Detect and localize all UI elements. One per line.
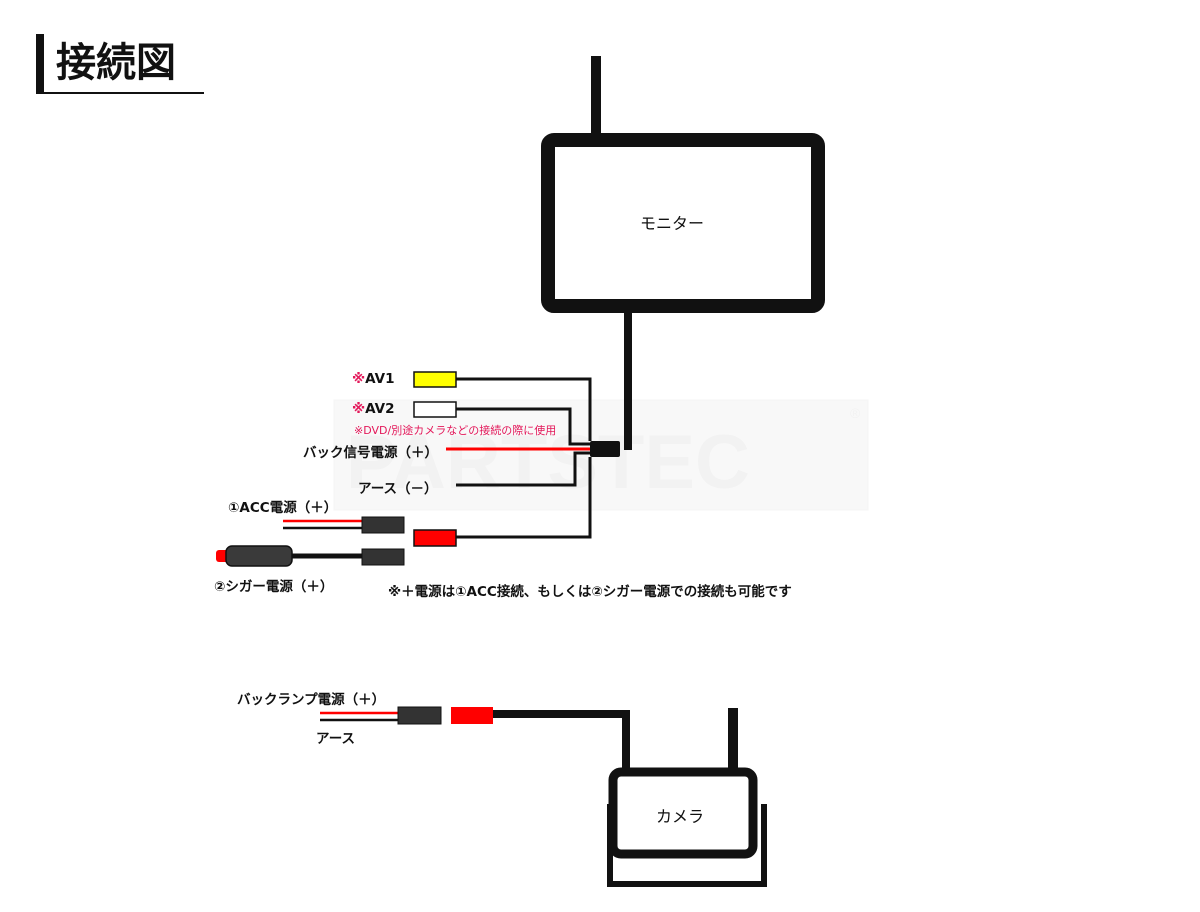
av1-text: AV1: [365, 371, 395, 387]
backlamp-connector: [397, 706, 442, 725]
av1-wire: [456, 377, 592, 441]
monitor-body: [541, 133, 825, 313]
acc-harness: [283, 516, 405, 534]
av2-plug: [413, 401, 457, 418]
av1-label: ※AV1: [352, 371, 395, 387]
acc-label: ①ACC電源（＋）: [228, 500, 338, 516]
cigar-label: ②シガー電源（＋）: [214, 579, 334, 595]
ground-label: アース（－）: [358, 481, 438, 497]
camera-cable: [493, 710, 630, 772]
av2-label: ※AV2: [352, 401, 395, 417]
camera: [607, 708, 767, 887]
page-title: 接続図: [36, 34, 204, 94]
monitor: [541, 56, 825, 450]
power-red-connector: [413, 529, 457, 547]
harness-wires: [456, 377, 592, 539]
power-note: ※＋電源は①ACC接続、もしくは②シガー電源での接続も可能です: [388, 584, 792, 600]
av2-wire: [456, 407, 590, 446]
cigar-connector: [361, 548, 405, 566]
back-signal-label: バック信号電源（＋）: [303, 445, 438, 461]
camera-red-connector: [451, 707, 493, 724]
power-wire: [456, 457, 592, 539]
av1-plug: [413, 371, 457, 388]
monitor-label: モニター: [640, 214, 705, 233]
harness-hub-connector: [590, 441, 620, 457]
av1-mark: ※: [352, 371, 366, 387]
cigar-harness: [216, 545, 405, 567]
camera-ground-label: アース: [316, 731, 356, 747]
camera-stand: [607, 804, 767, 887]
camera-wiring: [320, 706, 630, 772]
ground-wire: [456, 451, 590, 487]
av2-note: ※DVD/別途カメラなどの接続の際に使用: [354, 424, 557, 437]
av2-mark: ※: [352, 401, 366, 417]
watermark-text: PARTSTEC: [346, 420, 750, 505]
camera-label: カメラ: [656, 807, 705, 826]
watermark-registered: ®: [850, 405, 861, 421]
acc-connector: [361, 516, 405, 534]
av2-text: AV2: [365, 401, 395, 417]
backlamp-label: バックランプ電源（＋）: [237, 692, 386, 708]
cigar-plug-body: [225, 545, 293, 567]
